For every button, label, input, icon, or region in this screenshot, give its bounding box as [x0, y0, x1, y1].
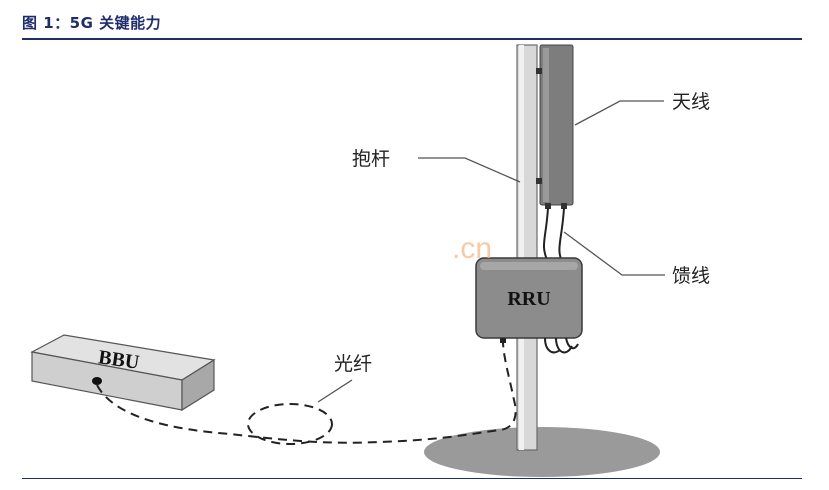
rru-box: RRU: [475, 257, 583, 339]
top-rule: [22, 38, 802, 40]
feeder-cables: [542, 207, 565, 263]
bbu-box: BBU: [30, 334, 216, 412]
pole: [516, 44, 538, 451]
bottom-rule: [22, 478, 802, 479]
antenna: [536, 44, 574, 209]
feeder-label: 馈线: [672, 265, 710, 287]
pole-label: 抱杆: [352, 148, 390, 170]
fiber-cable: [96, 342, 517, 445]
leader-lines: [317, 100, 665, 403]
figure-caption: 图 1：5G 关键能力: [22, 14, 162, 32]
antenna-label: 天线: [672, 91, 710, 113]
watermark: .cn: [452, 232, 492, 265]
rru-connectors: [500, 337, 579, 354]
fiber-label: 光纤: [334, 353, 372, 375]
rru-label: RRU: [507, 288, 550, 310]
pole-base-shadow: [424, 427, 660, 477]
